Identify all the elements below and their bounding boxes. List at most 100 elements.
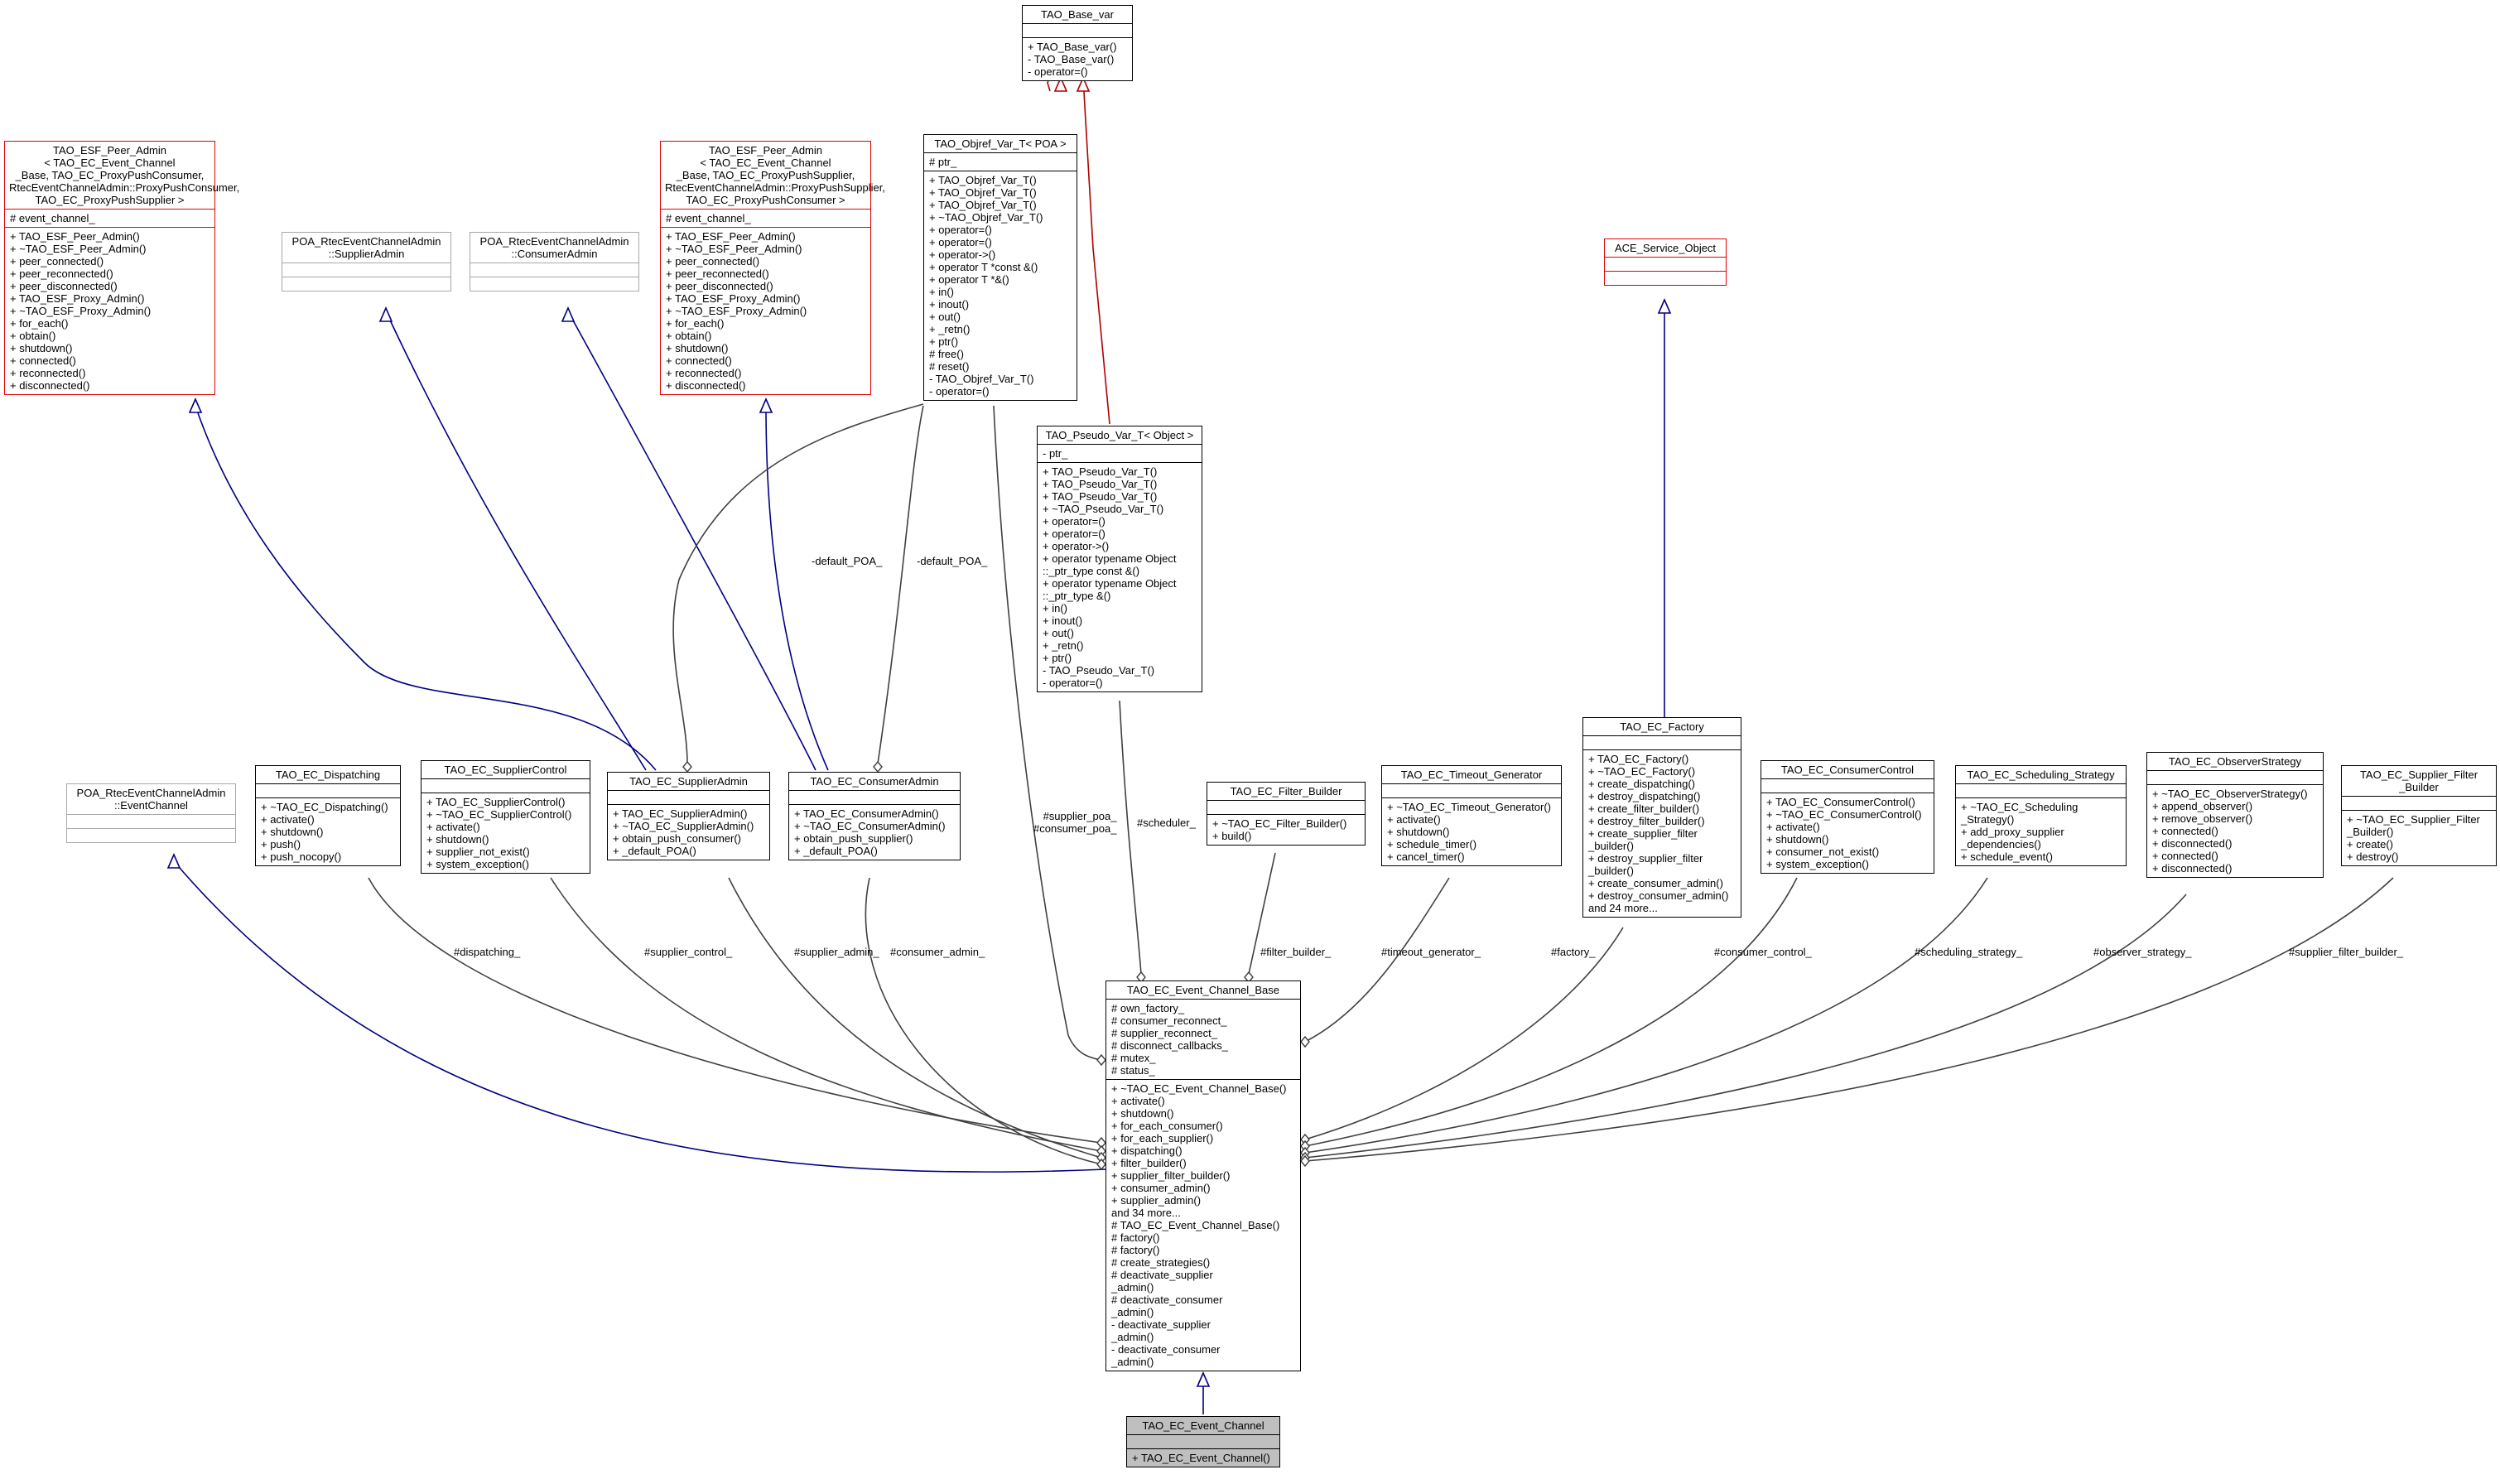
class-poa-supplier-admin[interactable]: POA_RtecEventChannelAdmin ::SupplierAdmi… [282, 232, 451, 292]
edge-label-filter-builder: #filter_builder_ [1260, 946, 1332, 958]
class-title: TAO_Pseudo_Var_T< Object > [1045, 429, 1194, 441]
usage-edge [1304, 877, 1450, 1043]
class-methods: + TAO_Objref_Var_T() + TAO_Objref_Var_T(… [924, 171, 1077, 400]
class-attributes [1761, 778, 1934, 793]
class-attributes: # event_channel_ [5, 209, 214, 227]
class-pseudo-var[interactable]: TAO_Pseudo_Var_T< Object > - ptr_ + TAO_… [1037, 426, 1202, 692]
class-methods: + TAO_EC_SupplierControl() + ~TAO_EC_Sup… [421, 793, 590, 873]
class-attributes [470, 263, 638, 277]
class-factory[interactable]: TAO_EC_Factory + TAO_EC_Factory() + ~TAO… [1582, 717, 1741, 918]
inheritance-arrowhead [1076, 76, 1091, 92]
class-supplier-filter-builder[interactable]: TAO_EC_Supplier_Filter _Builder + ~TAO_E… [2341, 765, 2497, 866]
class-methods: + TAO_Base_var() - TAO_Base_var() - oper… [1023, 37, 1132, 80]
inheritance-arrowhead [759, 398, 773, 413]
inheritance-arrowhead [1196, 1371, 1211, 1387]
class-methods: + TAO_EC_Event_Channel() [1127, 1448, 1279, 1467]
class-title: TAO_ESF_Peer_Admin < TAO_EC_Event_Channe… [9, 144, 240, 206]
inheritance-edge [195, 405, 657, 771]
aggregation-diamond [682, 760, 692, 773]
edge-label-default-poa: -default_POA_ [812, 555, 883, 567]
class-dispatching[interactable]: TAO_EC_Dispatching + ~TAO_EC_Dispatching… [255, 765, 401, 866]
class-attributes [789, 790, 960, 804]
class-title: TAO_EC_ConsumerAdmin [810, 775, 939, 788]
usage-edge [865, 877, 1102, 1165]
usage-edge [1304, 894, 2187, 1159]
class-title: TAO_EC_SupplierControl [444, 764, 567, 776]
class-poa-consumer-admin[interactable]: POA_RtecEventChannelAdmin ::ConsumerAdmi… [470, 232, 639, 292]
class-filter-builder[interactable]: TAO_EC_Filter_Builder + ~TAO_EC_Filter_B… [1207, 782, 1366, 846]
class-attributes [67, 814, 235, 828]
inheritance-arrowhead [378, 306, 393, 322]
edge-label-scheduling-strategy: #scheduling_strategy_ [1915, 946, 2023, 958]
class-methods [282, 277, 450, 291]
class-attributes: # ptr_ [924, 152, 1077, 171]
class-supplier-admin[interactable]: TAO_EC_SupplierAdmin + TAO_EC_SupplierAd… [607, 772, 770, 860]
usage-edge [550, 877, 1102, 1152]
class-event-channel-base[interactable]: TAO_EC_Event_Channel_Base # own_factory_… [1105, 980, 1301, 1371]
class-title: TAO_EC_SupplierAdmin [629, 775, 748, 788]
usage-edge [993, 405, 1102, 1061]
class-methods: + ~TAO_EC_Scheduling _Strategy() + add_p… [1956, 797, 2126, 865]
class-ace-service-object[interactable]: ACE_Service_Object [1604, 238, 1727, 286]
class-title: TAO_ESF_Peer_Admin < TAO_EC_Event_Channe… [665, 144, 885, 206]
class-esf-peer-admin-push-supplier[interactable]: TAO_ESF_Peer_Admin < TAO_EC_Event_Channe… [660, 141, 885, 395]
class-consumer-admin[interactable]: TAO_EC_ConsumerAdmin + TAO_EC_ConsumerAd… [788, 772, 961, 860]
usage-edge [368, 877, 1102, 1144]
class-objref-var[interactable]: TAO_Objref_Var_T< POA > # ptr_ + TAO_Obj… [923, 134, 1077, 401]
class-methods [470, 277, 638, 291]
usage-edge [877, 405, 924, 764]
class-event-channel[interactable]: TAO_EC_Event_Channel + TAO_EC_Event_Chan… [1126, 1416, 1280, 1467]
class-methods: + TAO_EC_Factory() + ~TAO_EC_Factory() +… [1583, 749, 1741, 917]
usage-edge [672, 403, 924, 764]
usage-edge [1304, 877, 1798, 1147]
class-title: TAO_EC_Factory [1620, 720, 1704, 733]
class-title: TAO_EC_ConsumerControl [1780, 764, 1915, 776]
aggregation-diamond [1300, 1035, 1310, 1048]
usage-edge [728, 877, 1102, 1159]
class-methods: + ~TAO_EC_Event_Channel_Base() + activat… [1106, 1079, 1300, 1371]
class-attributes: # event_channel_ [661, 209, 870, 227]
class-methods: + TAO_Pseudo_Var_T() + TAO_Pseudo_Var_T(… [1038, 462, 1202, 691]
inheritance-edge [567, 311, 816, 771]
edge-label-default-poa: -default_POA_ [917, 555, 988, 567]
aggregation-diamond [1096, 1053, 1106, 1067]
class-title: TAO_EC_Event_Channel_Base [1126, 984, 1280, 996]
class-methods: + ~TAO_EC_Filter_Builder() + build() [1207, 814, 1365, 845]
inheritance-arrowhead [561, 306, 576, 322]
class-methods [1605, 271, 1726, 285]
aggregation-diamond [1096, 1158, 1106, 1171]
class-attributes [608, 790, 769, 804]
usage-edge [1248, 852, 1276, 975]
inheritance-edge [385, 311, 647, 771]
class-base-var[interactable]: TAO_Base_var + TAO_Base_var() - TAO_Base… [1022, 5, 1133, 81]
inheritance-arrowhead [1053, 76, 1068, 92]
class-title: TAO_Objref_Var_T< POA > [934, 137, 1067, 150]
class-title: TAO_EC_Event_Channel [1142, 1419, 1264, 1432]
class-esf-peer-admin-push-consumer[interactable]: TAO_ESF_Peer_Admin < TAO_EC_Event_Channe… [4, 141, 240, 395]
class-poa-event-channel[interactable]: POA_RtecEventChannelAdmin ::EventChannel [66, 783, 236, 843]
inheritance-edge [173, 860, 1106, 1173]
class-consumer-control[interactable]: TAO_EC_ConsumerControl + TAO_EC_Consumer… [1761, 760, 1934, 874]
edge-label-supplier-filter-builder: #supplier_filter_builder_ [2289, 946, 2404, 958]
edge-label-observer-strategy: #observer_strategy_ [2093, 946, 2192, 958]
edge-label-supplier-poa: #supplier_poa_ #consumer_poa_ [1033, 810, 1117, 835]
edge-label-scheduler: #scheduler_ [1137, 817, 1196, 829]
class-methods: + TAO_ESF_Peer_Admin() + ~TAO_ESF_Peer_A… [661, 227, 870, 394]
usage-edge [1304, 877, 2394, 1162]
class-timeout-generator[interactable]: TAO_EC_Timeout_Generator + ~TAO_EC_Timeo… [1381, 765, 1562, 866]
aggregation-diamond [873, 760, 883, 773]
class-methods: + ~TAO_EC_ObserverStrategy() + append_ob… [2147, 784, 2323, 877]
class-title: ACE_Service_Object [1614, 242, 1717, 254]
class-title: TAO_EC_ObserverStrategy [2168, 755, 2302, 768]
class-observer-strategy[interactable]: TAO_EC_ObserverStrategy + ~TAO_EC_Observ… [2146, 752, 2324, 878]
class-attributes [1127, 1434, 1279, 1448]
aggregation-diamond [1300, 1154, 1310, 1168]
inheritance-arrowhead [1657, 298, 1672, 314]
class-attributes [1207, 800, 1365, 814]
class-title: TAO_EC_Supplier_Filter _Builder [2359, 768, 2478, 793]
class-scheduling-strategy[interactable]: TAO_EC_Scheduling_Strategy + ~TAO_EC_Sch… [1955, 765, 2127, 866]
class-methods: + TAO_EC_ConsumerControl() + ~TAO_EC_Con… [1761, 793, 1934, 873]
class-title: POA_RtecEventChannelAdmin ::EventChannel [76, 787, 226, 812]
class-supplier-control[interactable]: TAO_EC_SupplierControl + TAO_EC_Supplier… [421, 760, 590, 874]
class-attributes [1382, 783, 1561, 797]
